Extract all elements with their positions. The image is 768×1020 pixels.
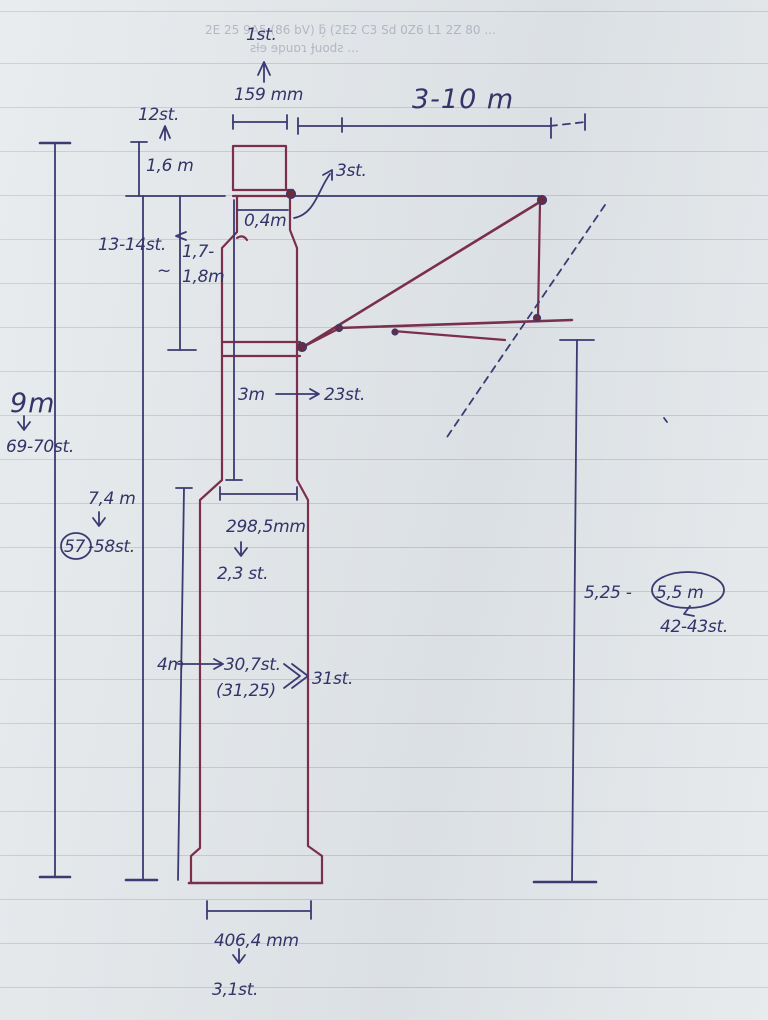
label-base-diameter: 406,4 mm xyxy=(214,931,299,951)
label-clearance-b: 5,5 m xyxy=(656,583,704,603)
pole-left-edge xyxy=(189,194,239,884)
arm-hanger-node xyxy=(532,313,542,323)
arm-link-node xyxy=(334,323,344,333)
label-base-diameter-count: 3,1st. xyxy=(212,980,258,1000)
labels: 1st. 159 mm 3-10 m 12st. 1,6 m 3st. 0,4m… xyxy=(6,25,728,1000)
dim-base-section xyxy=(177,487,185,881)
label-mid-diameter: 298,5mm xyxy=(226,517,306,537)
bracket-leader xyxy=(293,173,331,219)
label-top-section-count: 12st. xyxy=(138,105,179,125)
stray-mark xyxy=(663,417,668,423)
label-band-height-a: 1,7- xyxy=(182,242,214,262)
label-mid-section-count: 23st. xyxy=(324,385,365,405)
arm-vertical-hanger xyxy=(536,200,542,320)
arrow-down-base-count xyxy=(232,948,246,964)
label-top-count: 1st. xyxy=(246,25,277,45)
label-mid-section-height: 3m xyxy=(238,385,265,405)
label-top-diameter: 159 mm xyxy=(234,85,303,105)
label-bracket-count: 3st. xyxy=(336,161,367,181)
dim-clearance xyxy=(571,339,578,883)
label-base-section-height: 4m xyxy=(157,655,184,675)
reach-dashed-line xyxy=(444,204,606,441)
label-lower-height: 7,4 m xyxy=(88,489,136,509)
label-clearance-count: 42-43st. xyxy=(660,617,728,637)
label-base-section-rounded: 31st. xyxy=(312,669,353,689)
label-mid-diameter-count: 2,3 st. xyxy=(217,564,268,584)
label-lower-count-circled: 57 xyxy=(64,537,86,557)
pole-right-edge xyxy=(288,194,324,884)
arm-lower-link xyxy=(301,326,342,349)
label-arm-length: 3-10 m xyxy=(412,84,514,115)
show-through-text-1: 2E 25 9A5 (86 bV) ƃ̗ (2E2 C3 Sd 0Z6 L1 2… xyxy=(205,23,496,37)
arrow-up-top-diameter xyxy=(257,61,271,83)
circle-lower-count xyxy=(60,532,92,560)
cantilever-arm xyxy=(285,169,606,441)
arrow-mid-count xyxy=(275,388,320,400)
label-bracket-offset: 0,4m xyxy=(244,211,286,231)
circle-clearance xyxy=(651,571,725,609)
arm-diagonal-strut xyxy=(301,198,545,349)
label-base-section-count: 30,7st. xyxy=(224,655,281,675)
label-clearance-a: 5,25 - xyxy=(584,583,632,603)
arm-lower-boom xyxy=(336,318,574,330)
dimension-lines xyxy=(17,61,725,964)
label-total-height: 9m xyxy=(10,388,55,419)
label-band-tilde: ~ xyxy=(157,261,171,281)
arm-top-node xyxy=(285,188,297,200)
label-base-section-exact: (31,25) xyxy=(216,681,276,701)
rounding-arrows xyxy=(283,663,309,689)
arm-base-node xyxy=(296,341,308,353)
label-total-count: 69-70st. xyxy=(6,437,74,457)
label-top-section-height: 1,6 m xyxy=(146,156,194,176)
label-band-height-b: 1,8m xyxy=(182,267,224,287)
top-section xyxy=(231,144,288,192)
label-lower-count-rest: -58st. xyxy=(88,537,135,557)
collar-mark xyxy=(235,235,249,242)
arrow-down-mid-count xyxy=(234,541,248,557)
arrow-base-count xyxy=(177,658,224,670)
show-through-text-2: ƨƚɘ ɘpuɒɿ Ɉuodƨ ... xyxy=(250,41,359,55)
arrow-band-count xyxy=(175,231,187,241)
label-band-count: 13-14st. xyxy=(98,235,166,255)
arm-luminaire-bar xyxy=(391,329,507,342)
arm-bar-node xyxy=(391,328,399,336)
arrow-up-top-count xyxy=(159,125,171,141)
arrow-down-lower-count xyxy=(92,511,106,527)
arm-tip-node xyxy=(536,194,548,206)
bracket-arrowhead xyxy=(322,169,333,181)
pole-outline xyxy=(187,144,324,885)
arrow-down-total-count xyxy=(17,415,31,431)
